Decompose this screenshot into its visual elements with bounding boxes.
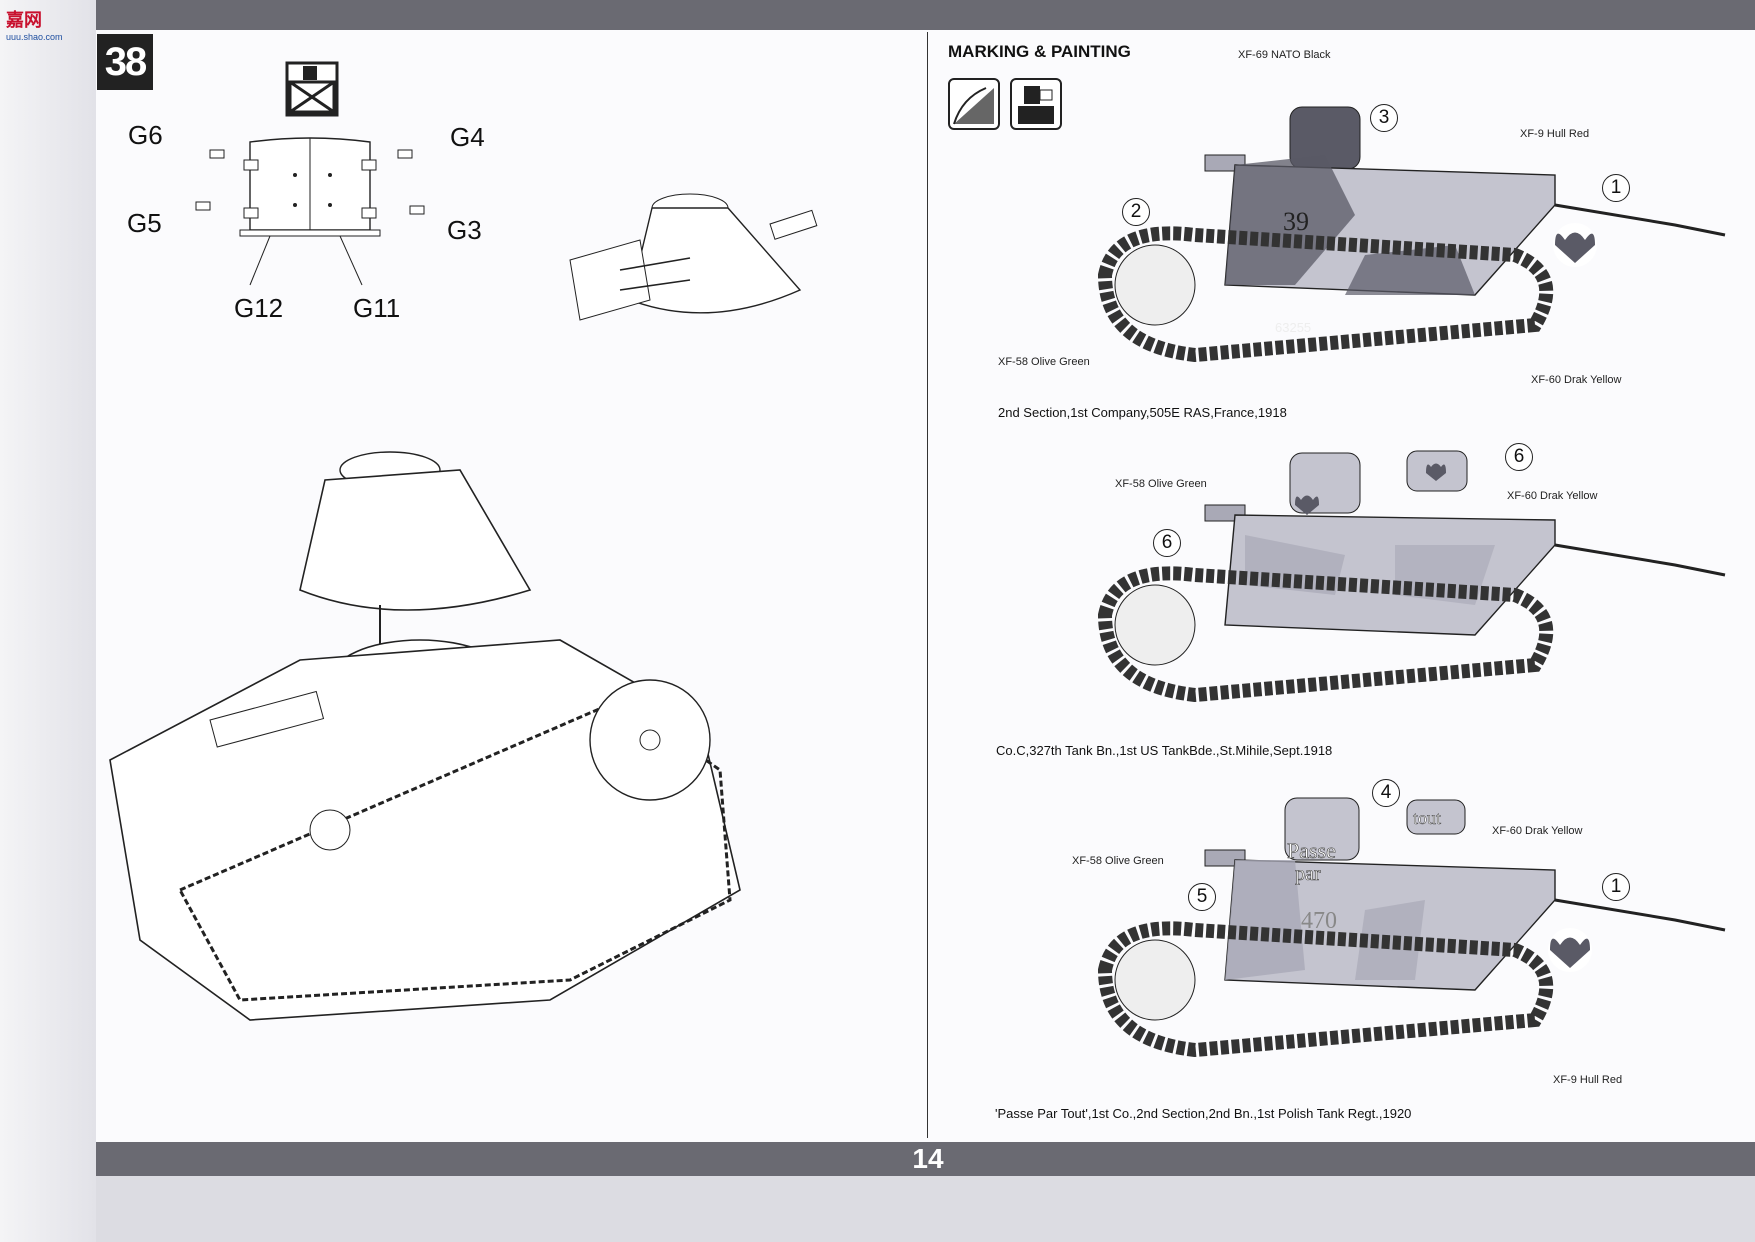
tank-profile-1: 39 63255 [1097,106,1726,363]
scheme-caption-1: 2nd Section,1st Company,505E RAS,France,… [998,405,1287,420]
scheme-caption-3: 'Passe Par Tout',1st Co.,2nd Section,2nd… [995,1106,1412,1121]
part-label-g4: G4 [450,122,485,152]
paint-label-3c: XF-9 Hull Red [1553,1074,1623,1086]
hull-mark-1a: 39 [1283,207,1309,236]
hull-mark-3a: Passe [1287,838,1336,863]
callout-1-1: 1 [1602,174,1630,202]
paint-label-2b: XF-60 Drak Yellow [1507,490,1598,502]
hull-mark-3b: par [1295,863,1321,885]
page-divider [927,32,928,1138]
hull-mark-3c: 470 [1301,908,1337,934]
logo-subtext: uuu.shao.com [6,32,63,42]
part-label-g11: G11 [353,293,401,323]
main-tank-assembly-diagram [109,451,741,1021]
callout-1-2: 2 [1122,198,1150,226]
tank-profile-2 [1097,450,1726,703]
paint-label-3a: XF-58 Olive Green [1072,855,1164,867]
paint-label-3b: XF-60 Drak Yellow [1492,825,1583,837]
callout-2-6a: 6 [1505,443,1533,471]
page-number: 14 [912,1143,944,1174]
paint-label-1a: XF-69 NATO Black [1238,49,1331,61]
bottom-band [96,1142,1755,1176]
turret-subassembly-diagram [569,193,818,321]
part-label-g5: G5 [127,208,162,238]
marking-painting-title: MARKING & PAINTING [948,42,1131,61]
part-label-g3: G3 [447,215,482,245]
callout-3-1: 1 [1602,873,1630,901]
callout-3-4: 4 [1372,779,1400,807]
no-glue-icon [285,61,339,117]
scan-edge [0,0,96,1242]
hatch-part-diagram [195,137,425,286]
part-label-g12: G12 [234,293,284,323]
paint-label-1d: XF-60 Drak Yellow [1531,374,1622,386]
paint-label-1c: XF-58 Olive Green [998,356,1090,368]
part-label-g6: G6 [128,120,163,150]
callout-2-6b: 6 [1153,529,1181,557]
scan-background [96,1176,1755,1242]
callout-1-3: 3 [1370,104,1398,132]
paint-label-2a: XF-58 Olive Green [1115,478,1207,490]
top-band [96,0,1755,30]
logo-text: 嘉网 [6,10,42,30]
tank-profile-3: Passe par 470 tout [1097,797,1726,1058]
paint-label-1b: XF-9 Hull Red [1520,128,1590,140]
hull-mark-1b: 63255 [1275,320,1311,335]
callout-3-5: 5 [1188,883,1216,911]
scheme-caption-2: Co.C,327th Tank Bn.,1st US TankBde.,St.M… [996,743,1333,758]
step-number: 38 [97,34,153,90]
hull-mark-3d: tout [1413,808,1441,828]
decal-icon [1010,78,1062,130]
site-logo: 嘉网 uuu.shao.com [6,6,63,42]
paint-brush-icon [948,78,1000,130]
